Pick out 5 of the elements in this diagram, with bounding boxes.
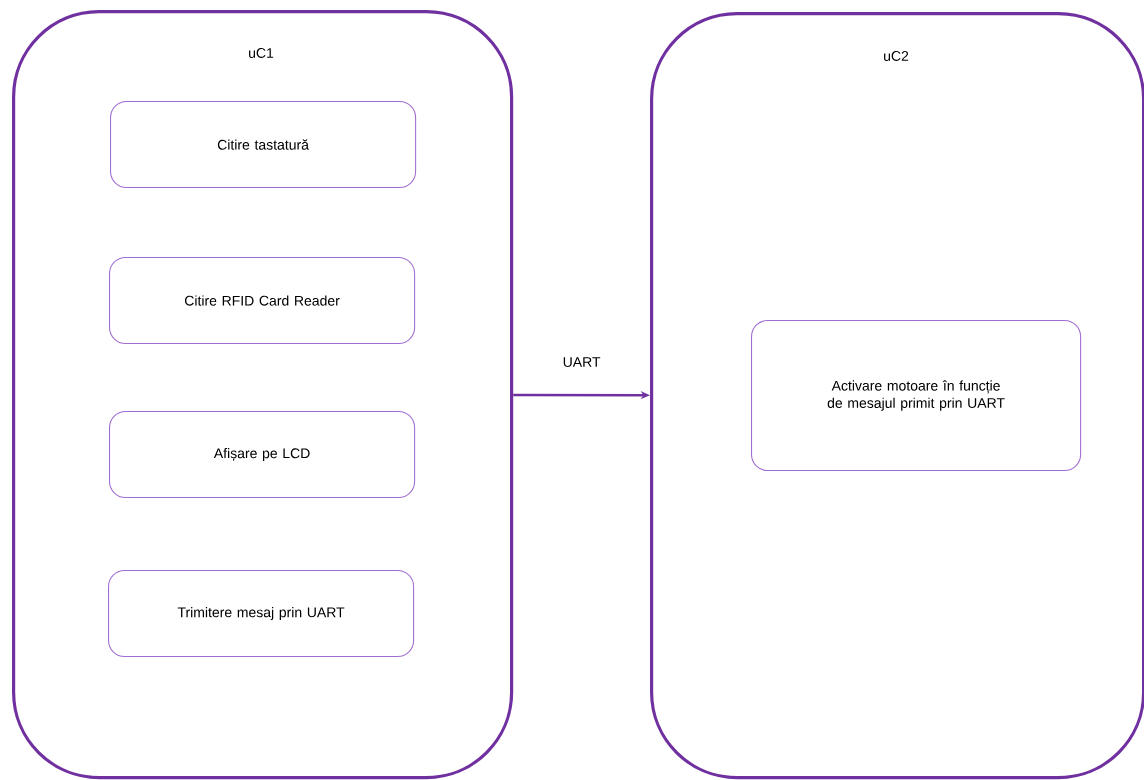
- process-box: Afișare pe LCD: [109, 411, 416, 499]
- process-box: Citire RFID Card Reader: [109, 257, 416, 345]
- process-box: Citire tastatură: [110, 101, 417, 189]
- process-box: Trimitere mesaj prin UART: [108, 570, 415, 658]
- process-box: Activare motoare în funcție de mesajul primit prin UART: [751, 320, 1082, 472]
